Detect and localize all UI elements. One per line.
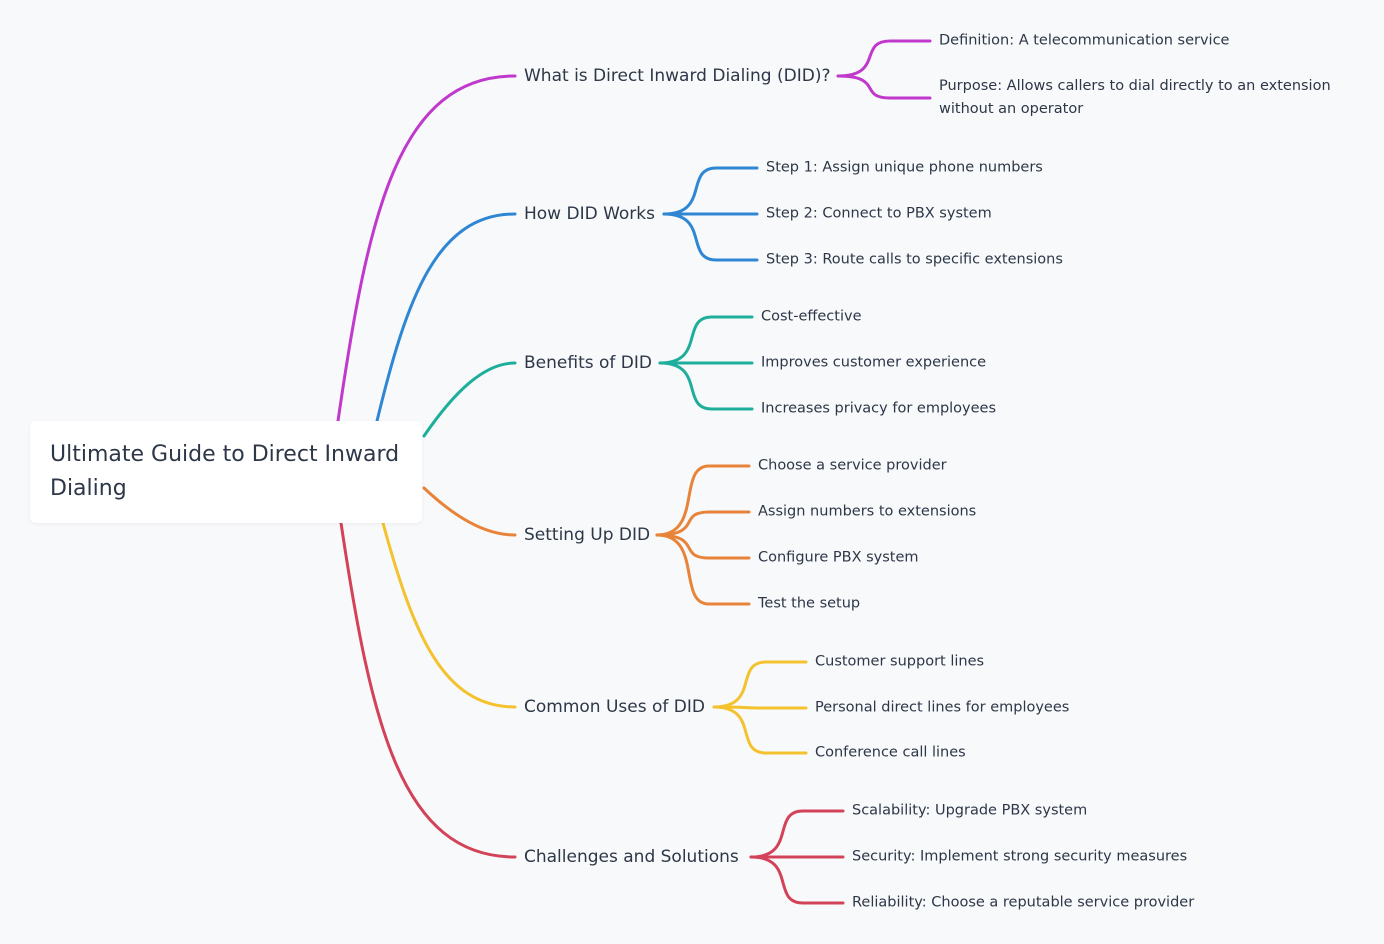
leaf-connector bbox=[712, 705, 808, 755]
leaf-topic-cost-effective[interactable]: Cost-effective bbox=[761, 308, 862, 325]
leaf-connector bbox=[662, 212, 759, 262]
branch-topic-what-is-did[interactable]: What is Direct Inward Dialing (DID)? bbox=[524, 66, 831, 86]
branch-topic-setting-up[interactable]: Setting Up DID bbox=[524, 525, 651, 545]
leaf-connector bbox=[662, 166, 759, 216]
branch-connector bbox=[422, 486, 517, 537]
leaf-connector bbox=[836, 39, 932, 78]
leaf-connector bbox=[658, 315, 754, 365]
root-topic-label: Ultimate Guide to Direct Inward Dialing bbox=[50, 442, 400, 501]
leaf-topic-step-2[interactable]: Step 2: Connect to PBX system bbox=[766, 205, 992, 222]
leaf-connector bbox=[836, 74, 932, 100]
leaf-topic-conference-lines[interactable]: Conference call lines bbox=[815, 744, 966, 761]
leaf-connector bbox=[712, 705, 808, 710]
leaf-topic-test-setup[interactable]: Test the setup bbox=[758, 595, 861, 612]
branch-connector bbox=[375, 212, 517, 423]
leaf-topic-privacy[interactable]: Increases privacy for employees bbox=[761, 400, 997, 417]
leaf-topic-step-3[interactable]: Step 3: Route calls to specific extensio… bbox=[766, 251, 1063, 268]
branch-connector bbox=[336, 74, 517, 423]
leaf-topic-scalability[interactable]: Scalability: Upgrade PBX system bbox=[852, 802, 1088, 819]
leaf-connector bbox=[655, 533, 751, 560]
leaf-connector bbox=[655, 464, 751, 537]
branch-topic-benefits[interactable]: Benefits of DID bbox=[524, 353, 652, 373]
leaf-topic-customer-experience[interactable]: Improves customer experience bbox=[761, 354, 987, 371]
leaf-connector bbox=[655, 510, 751, 537]
leaf-topic-purpose[interactable]: Purpose: Allows callers to dial directly… bbox=[939, 78, 1331, 117]
branch-topic-common-uses[interactable]: Common Uses of DID bbox=[524, 697, 705, 717]
branch-connector bbox=[381, 521, 517, 709]
leaf-topic-definition[interactable]: Definition: A telecommunication service bbox=[939, 32, 1230, 49]
leaf-connector bbox=[655, 533, 751, 606]
leaf-topic-service-provider[interactable]: Choose a service provider bbox=[758, 457, 947, 474]
branch-topic-how-did-works[interactable]: How DID Works bbox=[524, 204, 655, 224]
branch-connector bbox=[339, 521, 517, 859]
leaf-topic-customer-support[interactable]: Customer support lines bbox=[815, 653, 985, 670]
leaf-topic-assign-numbers[interactable]: Assign numbers to extensions bbox=[758, 503, 977, 520]
leaf-topic-step-1[interactable]: Step 1: Assign unique phone numbers bbox=[766, 159, 1043, 176]
leaf-topic-configure-pbx[interactable]: Configure PBX system bbox=[758, 549, 919, 566]
leaf-connector bbox=[658, 361, 754, 411]
leaf-connector bbox=[712, 660, 808, 709]
branch-topic-challenges[interactable]: Challenges and Solutions bbox=[524, 847, 739, 867]
root-topic[interactable]: Ultimate Guide to Direct Inward Dialing bbox=[30, 421, 422, 523]
branch-connector bbox=[422, 361, 517, 438]
leaf-connector bbox=[749, 809, 845, 859]
leaf-connector bbox=[749, 855, 845, 905]
leaf-topic-reliability[interactable]: Reliability: Choose a reputable service … bbox=[852, 894, 1195, 911]
leaf-topic-personal-lines[interactable]: Personal direct lines for employees bbox=[815, 699, 1070, 716]
leaf-topic-security[interactable]: Security: Implement strong security meas… bbox=[852, 848, 1188, 865]
